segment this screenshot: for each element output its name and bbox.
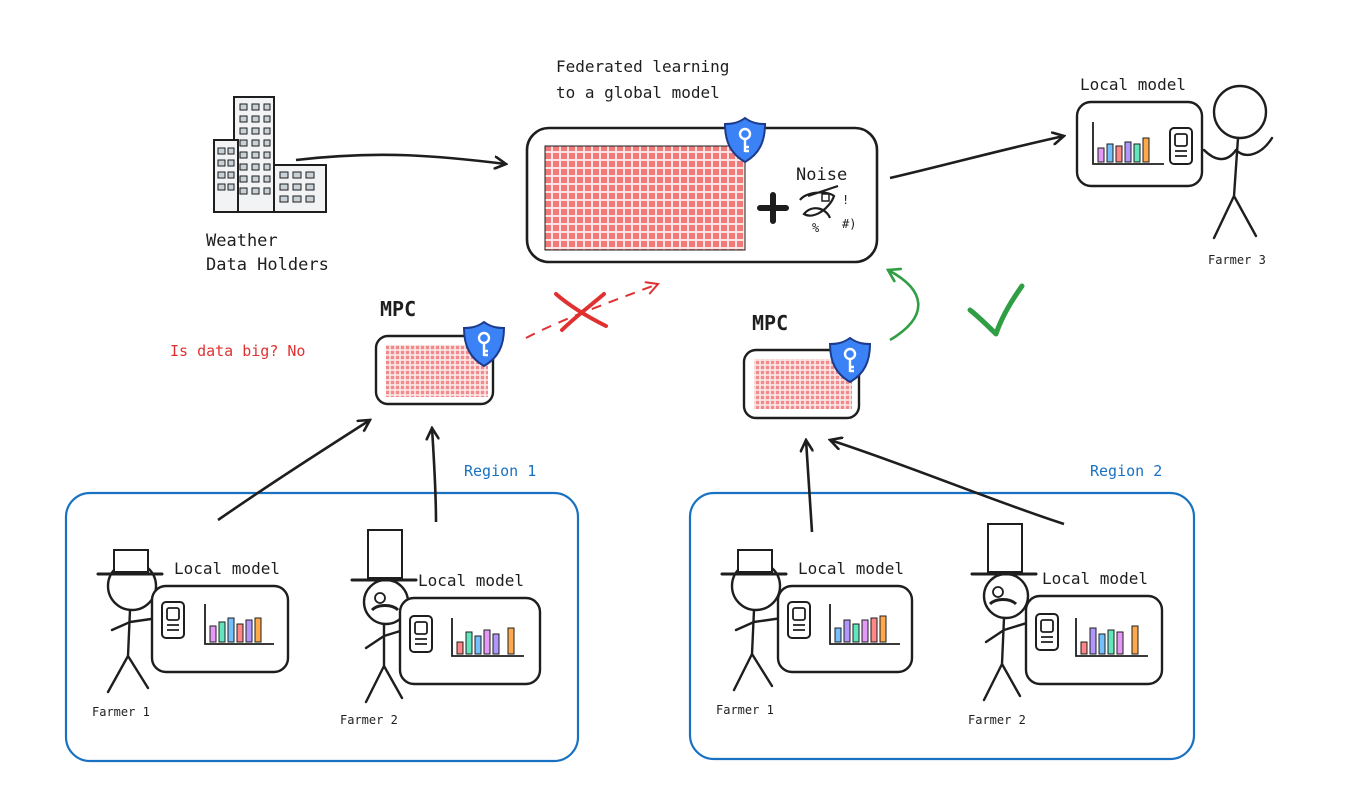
phone-icon (1169, 127, 1193, 165)
region2-farmer2-arrow (830, 440, 1065, 526)
stick-figure-icon (1202, 84, 1274, 240)
plus-icon (757, 192, 789, 224)
check-icon (967, 283, 1025, 337)
bar-chart-icon (204, 604, 274, 645)
region1-farmer2-name: Farmer 2 (340, 713, 398, 727)
phone-icon (409, 615, 433, 653)
bar-chart-icon (829, 604, 900, 645)
weather-to-global-arrow (295, 153, 506, 164)
global-title-line1: Federated learning (556, 57, 729, 76)
top-hat-icon (720, 549, 788, 576)
mpc-left-label: MPC (380, 297, 416, 321)
region1-box (64, 491, 580, 763)
top-hat-icon (350, 529, 418, 582)
monocle-icon (370, 592, 400, 612)
global-data-grid (544, 145, 746, 251)
region2-farmer2-model-label: Local model (1042, 569, 1148, 588)
stick-figure-icon (982, 572, 1032, 702)
region2-label: Region 2 (1090, 462, 1162, 480)
phone-icon (161, 601, 185, 639)
building-icon (213, 96, 327, 213)
region1-label: Region 1 (464, 462, 536, 480)
phone-icon (787, 601, 811, 639)
region1-farmer1-arrow (217, 420, 370, 522)
global-to-farmer3-arrow (889, 136, 1064, 180)
region2-farmer1-arrow (806, 440, 812, 533)
global-title-line2: to a global model (556, 83, 720, 102)
mpc-left-rejected-arrow (525, 284, 658, 339)
mpc-right-accepted-arrow (888, 270, 920, 342)
weather-label-line2: Data Holders (206, 255, 329, 275)
farmer3-model-label: Local model (1080, 75, 1186, 94)
region2-farmer2-name: Farmer 2 (968, 713, 1026, 727)
noise-symbol-percent: % (812, 221, 820, 235)
stick-figure-icon (730, 560, 784, 692)
region2-farmer1-model-label: Local model (798, 559, 904, 578)
monocle-icon (988, 586, 1018, 606)
mpc-left-question: Is data big? No (170, 342, 305, 360)
cross-icon (554, 292, 608, 332)
region2-box (688, 491, 1196, 761)
bar-chart-icon (451, 618, 524, 657)
region1-farmer2-arrow (432, 428, 436, 523)
region1-farmer2-model-label: Local model (418, 571, 524, 590)
weather-label-line1: Weather (206, 231, 278, 251)
noise-symbol-bang: ! (842, 193, 849, 207)
noise-symbol-hash: #) (842, 217, 856, 231)
mpc-right-label: MPC (752, 311, 788, 335)
bar-chart-icon (1075, 618, 1148, 657)
phone-icon (1035, 613, 1059, 651)
bar-chart-icon (1092, 122, 1164, 165)
region1-farmer1-name: Farmer 1 (92, 705, 150, 719)
region1-farmer1-model-label: Local model (174, 559, 280, 578)
stick-figure-icon (106, 560, 160, 694)
top-hat-icon (96, 549, 164, 576)
top-hat-icon (970, 523, 1038, 576)
farmer3-name: Farmer 3 (1208, 253, 1266, 267)
noise-label: Noise (796, 165, 847, 185)
region2-farmer1-name: Farmer 1 (716, 703, 774, 717)
noise-scribble-icon (799, 184, 839, 219)
